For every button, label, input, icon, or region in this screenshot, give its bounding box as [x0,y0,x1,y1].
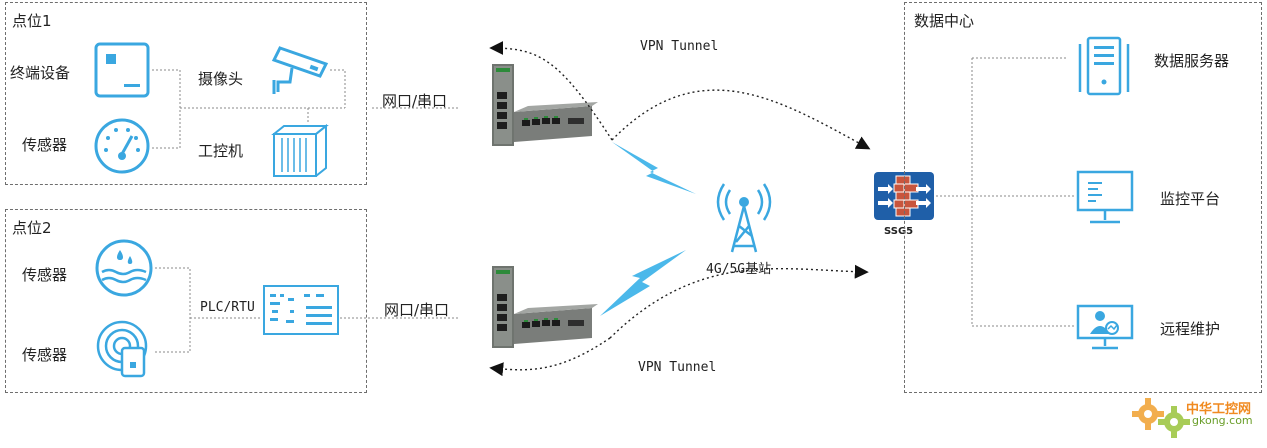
plc-label: PLC/RTU [200,300,255,315]
site1-link-label: 网口/串口 [382,92,448,110]
base-station-label: 4G/5G基站 [706,262,772,277]
wireless-signal-top-icon [612,142,696,194]
signal-sensor-icon [96,320,148,378]
gauge-sensor-icon [94,118,150,174]
site2-sensor-bottom-label: 传感器 [22,346,68,364]
monitor-platform-icon [1076,170,1134,224]
terminal-device-label: 终端设备 [10,64,71,82]
site1-box [5,2,367,185]
site1-title: 点位1 [12,12,52,30]
datacenter-title: 数据中心 [914,12,975,30]
watermark-text2: gkong.com [1192,414,1253,427]
server-label: 数据服务器 [1154,52,1230,70]
router-bottom-icon [492,266,598,348]
water-sensor-icon [95,239,153,297]
maintenance-label: 远程维护 [1160,320,1221,338]
site2-title: 点位2 [12,219,52,237]
camera-label: 摄像头 [198,70,244,88]
industrial-pc-icon [271,123,329,177]
plc-icon [263,285,339,335]
router-top-icon [492,64,598,146]
watermark-text1: 中华工控网 [1186,402,1252,417]
remote-maintenance-icon [1076,304,1134,350]
monitor-label: 监控平台 [1160,190,1221,208]
ipc-label: 工控机 [198,142,244,160]
vpn-tunnel-bottom-label: VPN Tunnel [638,360,717,375]
base-station-icon [716,183,772,253]
site2-sensor-top-label: 传感器 [22,266,68,284]
watermark-gear-icon [1132,398,1190,438]
camera-icon [271,46,329,94]
site2-link-label: 网口/串口 [384,301,450,319]
terminal-device-icon [94,42,150,98]
site1-sensor-label: 传感器 [22,136,68,154]
vpn-tunnel-top-label: VPN Tunnel [640,39,719,54]
datacenter-box [904,2,1262,393]
firewall-label: SSG5 [884,226,914,237]
server-icon [1078,36,1130,96]
wireless-signal-bottom-icon [600,250,686,316]
site2-box [5,209,367,393]
